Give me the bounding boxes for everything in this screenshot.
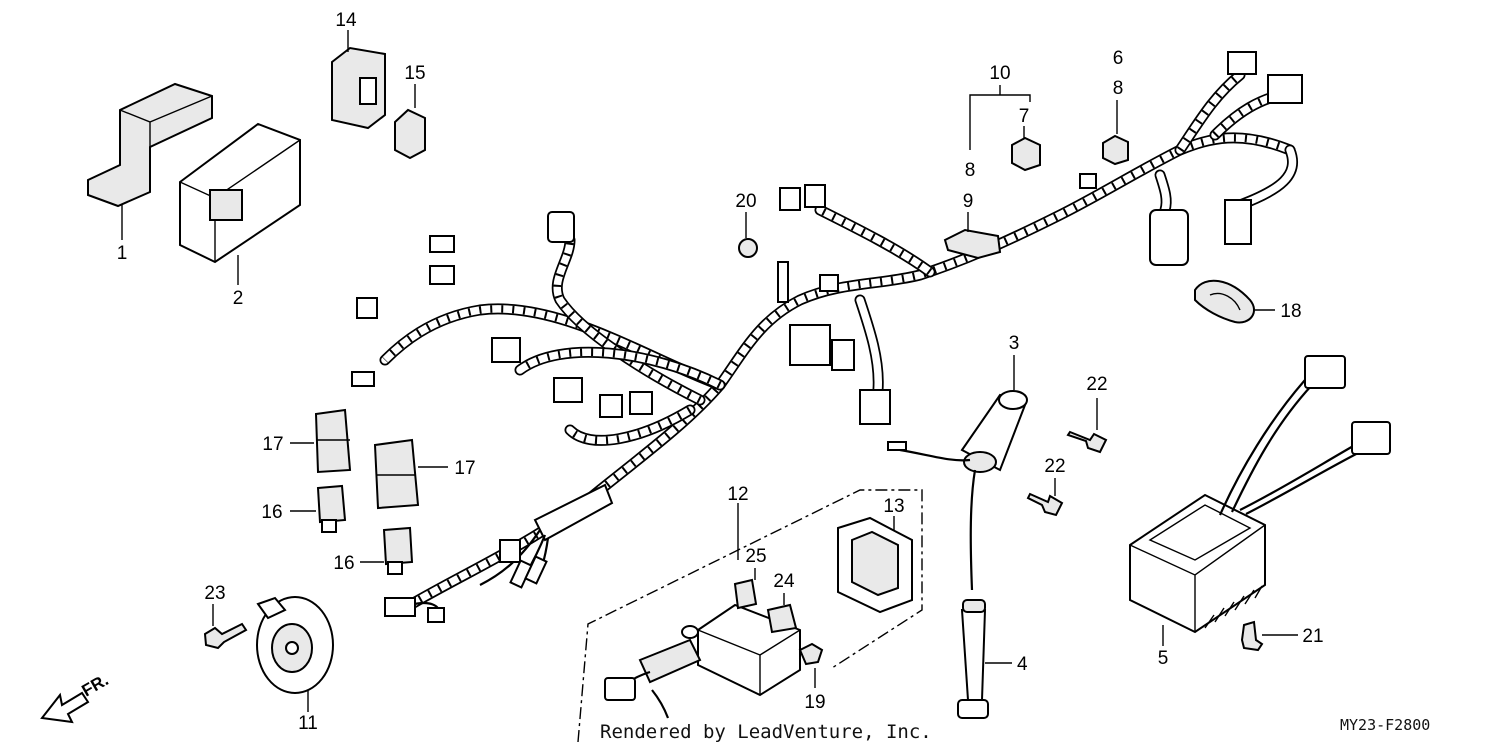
part-17-relay-right [373, 438, 448, 510]
part-13-holder [837, 516, 913, 614]
label-part-15: 15 [404, 63, 425, 84]
label-part-14: 14 [335, 10, 357, 31]
part-1-bracket [87, 82, 213, 240]
label-part-25: 25 [745, 546, 766, 567]
label-part-8-right: 8 [1113, 78, 1124, 99]
part-21-screw [1240, 620, 1298, 652]
label-part-11: 11 [298, 713, 318, 734]
label-part-19: 19 [804, 692, 825, 713]
label-part-23: 23 [204, 583, 225, 604]
part-23-bolt [203, 604, 248, 650]
part-5-regulator [1129, 355, 1391, 646]
diagram-code: MY23-F2800 [1340, 716, 1430, 734]
part-18-band [1194, 279, 1275, 324]
part-16-relay-lower [360, 526, 414, 575]
label-part-7: 7 [1019, 106, 1030, 127]
part-25-connector [733, 568, 758, 610]
part-19-screw [798, 642, 824, 688]
callout-labels: 1 2 3 4 5 6 7 8 8 9 10 11 12 13 14 15 16… [117, 10, 1324, 734]
label-part-10: 10 [989, 63, 1010, 84]
label-part-16-upper: 16 [261, 502, 282, 523]
label-part-22-upper: 22 [1086, 374, 1107, 395]
part-3-ignition-coil [887, 355, 1028, 591]
label-part-21: 21 [1302, 626, 1323, 647]
part-12-group-outline [577, 489, 923, 743]
label-part-9: 9 [963, 191, 974, 212]
label-part-4: 4 [1017, 654, 1028, 675]
label-part-12: 12 [727, 484, 748, 505]
main-wire-harness [379, 69, 1298, 616]
label-part-20: 20 [735, 191, 756, 212]
label-part-16-lower: 16 [333, 553, 354, 574]
label-part-3: 3 [1009, 333, 1020, 354]
part-15-clip [394, 84, 426, 160]
part-10-bracket-group [969, 85, 1041, 172]
part-14-relay [331, 30, 386, 130]
part-22-bolt-lower [1026, 478, 1064, 517]
part-11-horn [256, 596, 334, 712]
part-9-clip [943, 212, 1002, 260]
label-part-2: 2 [233, 288, 244, 309]
label-part-22-lower: 22 [1044, 456, 1065, 477]
part-24-connector [766, 593, 798, 634]
label-part-24: 24 [773, 571, 795, 592]
render-credit: Rendered by LeadVenture, Inc. [600, 721, 932, 743]
part-2-cdi-unit [179, 122, 301, 285]
front-direction-arrow: FR. [40, 670, 112, 724]
harness-connectors [351, 51, 1303, 623]
label-part-17-right: 17 [454, 458, 475, 479]
part-17-relay-left [290, 408, 352, 474]
part-6-8-relay [1102, 100, 1129, 166]
part-4-plug-cap [957, 599, 1012, 719]
label-part-1: 1 [117, 243, 128, 264]
label-part-18: 18 [1280, 301, 1301, 322]
label-part-13: 13 [883, 496, 904, 517]
label-part-6: 6 [1113, 48, 1124, 69]
label-part-5: 5 [1158, 648, 1169, 669]
label-part-17-left: 17 [262, 434, 283, 455]
label-part-8-left: 8 [965, 160, 976, 181]
part-22-bolt-upper [1066, 398, 1108, 454]
part-16-relay-upper [290, 484, 347, 533]
part-20-grommet [738, 212, 758, 258]
